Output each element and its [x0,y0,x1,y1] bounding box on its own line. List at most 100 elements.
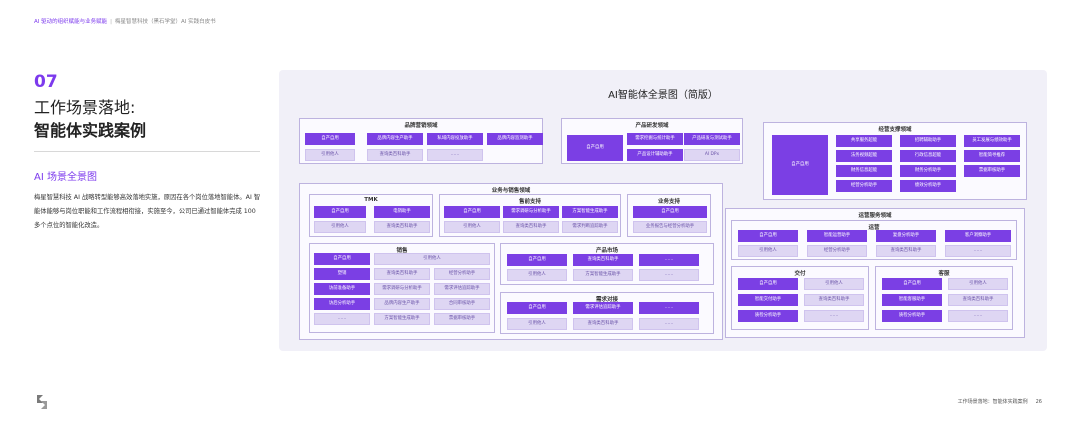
agent-cell: …… [639,302,699,314]
footer-label: 工作场景落地：智能体实践案例 [957,399,1028,405]
box-title: 客服 [938,271,950,277]
agent-cell: 电销助手 [374,206,430,218]
box-title: 交付 [794,271,806,277]
diagram-title: AI智能体全景图（简版） [608,90,718,101]
agent-cell: 经营分析助手 [807,245,867,257]
agent-cell: 自产自用 [314,253,370,265]
agent-cell: 需求评估追踪助手 [573,302,633,314]
box-title: 运营服务领域 [858,213,892,219]
agent-cell: 查询类百科助手 [948,294,1008,306]
agent-cell: …… [639,269,699,281]
page-number: 26 [1035,399,1042,405]
agent-cell: AI DPx [684,149,740,161]
agent-cell: 合同审核助手 [434,298,490,310]
agent-cell: 查询类百科助手 [367,149,423,161]
agent-cell: 业务报告与经营分析助手 [633,221,707,233]
agent-cell: 查询类百科助手 [804,294,864,306]
agent-cell: 引用他人 [305,149,355,161]
box-customer-service: 客服自产自用引用他人智能客服助手查询类百科助手质检分析助手…… [875,266,1013,330]
box-title: TMK [364,197,378,203]
agent-cell: 需求评估追踪助手 [434,283,490,295]
agent-cell: 引用他人 [444,221,500,233]
section-title-line2: 智能体实践案例 [34,121,147,140]
page-header: AI 驱动的组织赋能与业务赋能|梅星智慧科技（黑石学堂）AI 实践白皮书 [34,17,216,25]
box-title: 产品研发领域 [635,123,669,129]
agent-cell: 自产自用 [882,278,942,290]
box-title: 售前支持 [518,199,541,205]
agent-cell: 质检分析助手 [882,310,942,322]
agent-cell: 引用他人 [738,245,798,257]
box-operation: 运营自产自用智能运营助手复盘分析助手客户洞察助手引用他人经营分析助手查询类百科助… [731,220,1017,260]
agent-cell: 自产自用 [772,135,828,195]
agent-cell: 自产自用 [738,278,798,290]
agent-cell: 需求挖掘与统计助手 [627,133,683,145]
box-brand-marketing: 品牌营销领域自产自用品牌内容生产助手私域内容投放助手品牌内容监测助手引用他人查询… [299,118,543,164]
diagram-panel: AI智能体全景图（简版） 品牌营销领域自产自用品牌内容生产助手私域内容投放助手品… [279,70,1047,351]
agent-cell: 方案智能生成助手 [374,313,430,325]
box-product-market: 产品市场自产自用查询类百科助手……引用他人方案智能生成助手…… [500,243,714,285]
agent-cell: 查询类百科助手 [876,245,936,257]
agent-cell: 自产自用 [305,133,355,145]
page-footer: 工作场景落地：智能体实践案例 26 [958,398,1042,405]
agent-cell: 塑销 [314,268,370,280]
agent-cell: 共享服务超能 [836,135,892,147]
agent-cell: 自产自用 [314,206,366,218]
agent-cell: 引用他人 [314,221,366,233]
agent-cell: 产品研发与测试助手 [684,133,740,145]
agent-cell: 引用他人 [804,278,864,290]
box-title: 运营 [868,225,880,231]
agent-cell: 品牌内容生产助手 [367,133,423,145]
agent-cell: 智能交付助手 [738,294,798,306]
agent-cell: 需求调研与分析助手 [374,283,430,295]
section-title-line1: 工作场景落地: [34,98,136,117]
agent-cell: 法务视频超能 [836,150,892,162]
divider-line [34,151,260,152]
box-title: 经营支撑领域 [878,127,912,133]
header-part2: 梅星智慧科技（黑石学堂）AI 实践白皮书 [115,19,216,25]
box-delivery: 交付自产自用引用他人智能交付助手查询类百科助手质检分析助手…… [731,266,869,330]
agent-cell: 引用他人 [507,269,567,281]
agent-cell: 查询类百科助手 [573,254,633,266]
agent-cell: 方案智能生成助手 [562,206,618,218]
agent-cell: 自产自用 [507,254,567,266]
agent-cell: 访前准备助手 [314,283,370,295]
box-title: 业务与销售领域 [491,188,531,194]
agent-cell: …… [804,310,864,322]
box-presales-support: 售前支持自产自用需求调研与分析助手方案智能生成助手引用他人查询类百科助手需求判断… [439,194,621,237]
body-paragraph: 梅星智慧科技 AI 战略转型能够高效落地实施，原因在各个岗位落地智能体。AI 智… [34,194,261,229]
agent-cell: 引用他人 [374,253,490,265]
agent-cell: 查询类百科助手 [573,318,633,330]
agent-cell: 经营分析助手 [434,268,490,280]
agent-cell: 智能运营助手 [807,230,867,242]
section-number: 07 [34,72,58,92]
agent-cell: 引用他人 [948,278,1008,290]
header-part1: AI 驱动的组织赋能与业务赋能 [34,19,108,25]
agent-cell: …… [948,310,1008,322]
agent-cell: 引用他人 [507,318,567,330]
agent-cell: …… [945,245,1011,257]
agent-cell: 客户洞察助手 [945,230,1011,242]
box-requirement-docking: 需求对接自产自用需求评估追踪助手……引用他人查询类百科助手…… [500,292,714,334]
agent-cell: 查询类百科助手 [503,221,559,233]
agent-cell: …… [639,318,699,330]
box-tmk: TMK 自产自用电销助手引用他人查询类百科助手 [309,194,433,237]
agent-cell: 自产自用 [633,206,707,218]
box-title: 业务支持 [657,199,680,205]
agent-cell: 查询类百科助手 [374,268,430,280]
subheading: AI 场景全景图 [34,172,97,183]
agent-cell: 查询类百科助手 [374,221,430,233]
brand-logo-icon [37,395,47,409]
agent-cell: 产品设计辅助助手 [627,149,683,161]
agent-cell: 绩效分析助手 [900,180,956,192]
agent-cell: 品牌内容生产助手 [374,298,430,310]
box-title: 品牌营销领域 [404,123,438,129]
agent-cell: 票据审核助手 [964,165,1020,177]
box-sales: 销售自产自用引用他人塑销查询类百科助手经营分析助手访前准备助手需求调研与分析助手… [309,243,495,333]
agent-cell: …… [427,149,483,161]
agent-cell: 财务分析助手 [900,165,956,177]
agent-cell: 员工发展与绩效助手 [964,135,1020,147]
agent-cell: 自产自用 [444,206,500,218]
agent-cell: 经营分析助手 [836,180,892,192]
agent-cell: 品牌内容监测助手 [487,133,543,145]
box-title: 销售 [396,248,408,254]
